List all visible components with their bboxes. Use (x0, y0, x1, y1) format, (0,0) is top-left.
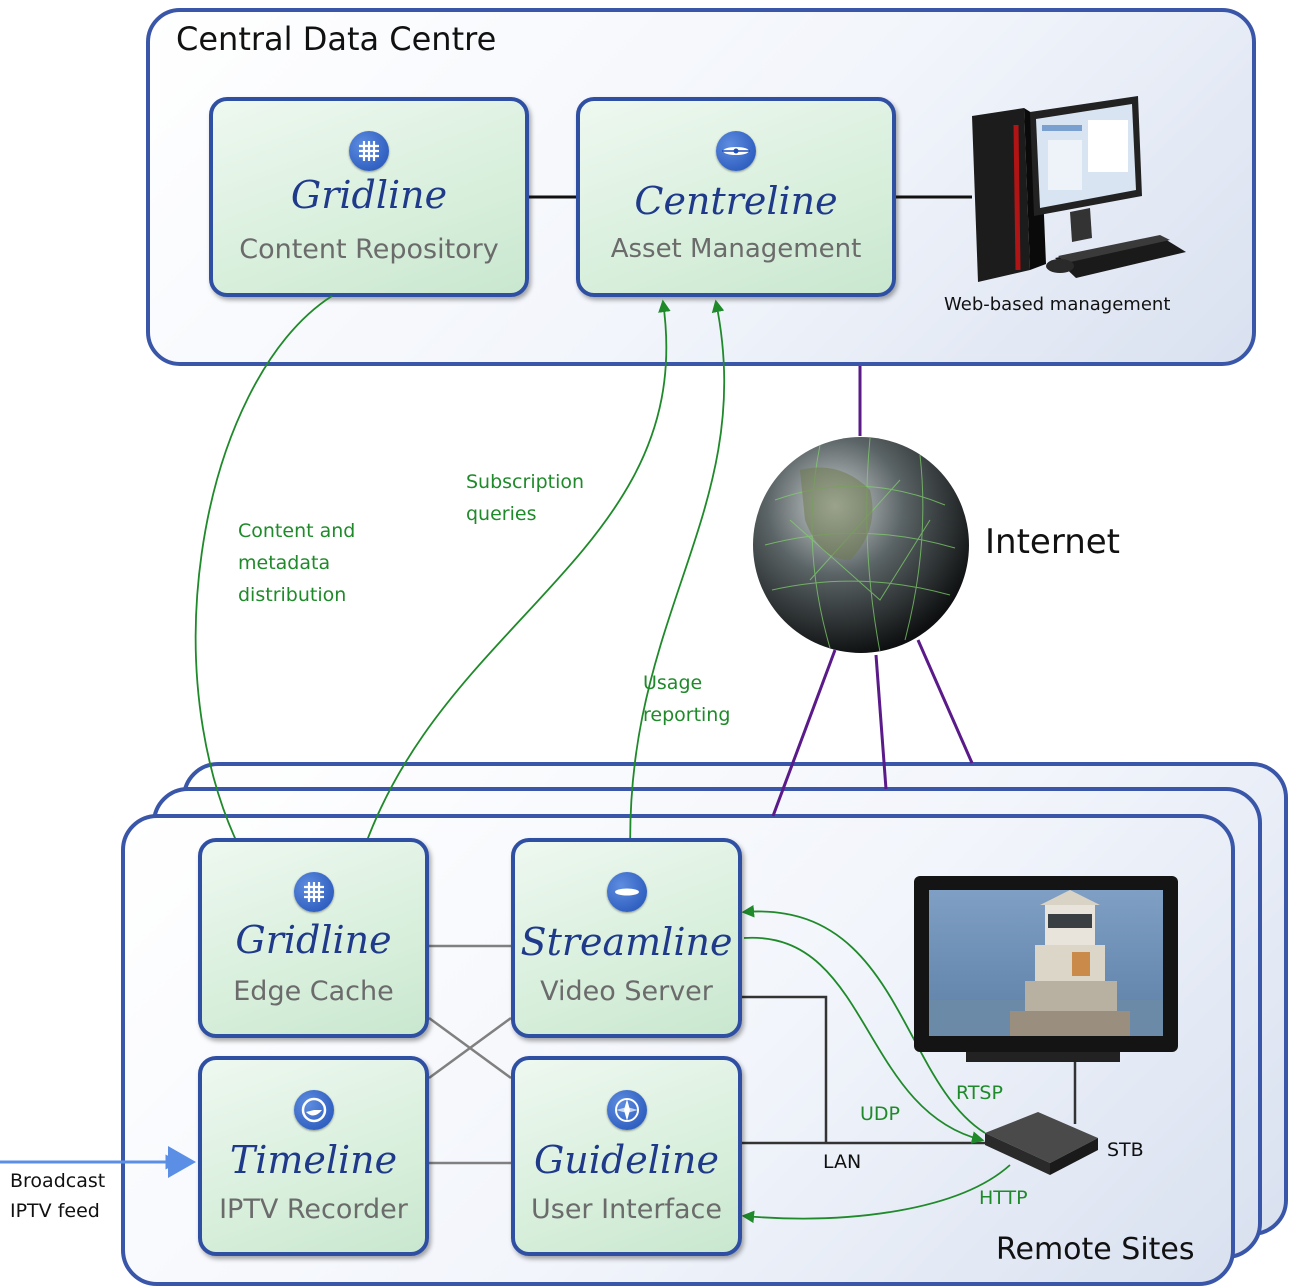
product-role: Content Repository (239, 234, 499, 265)
product-role: Edge Cache (233, 976, 394, 1007)
product-name: Gridline (290, 173, 448, 217)
central-data-centre-title: Central Data Centre (176, 20, 497, 58)
udp-label: UDP (860, 1103, 900, 1125)
product-role: Asset Management (610, 234, 862, 264)
grid-icon (349, 131, 389, 171)
product-name: Centreline (634, 179, 838, 223)
remote-sites-title: Remote Sites (996, 1232, 1195, 1267)
grid-icon (293, 872, 334, 912)
product-role: Video Server (540, 976, 713, 1007)
gridline-content-repository-box[interactable]: Gridline Content Repository (209, 97, 529, 297)
internet-link-site-3 (916, 639, 974, 764)
internet-link-site-2 (874, 654, 888, 790)
internet-label: Internet (985, 522, 1121, 562)
guideline-user-interface-box[interactable]: Guideline User Interface (511, 1056, 742, 1256)
flow-subscription-queries (351, 299, 671, 889)
lan-label: LAN (823, 1151, 862, 1173)
flow-http (741, 1164, 1011, 1224)
flow-rtsp (741, 904, 986, 1134)
http-label: HTTP (979, 1187, 1028, 1209)
product-role: User Interface (530, 1194, 722, 1225)
compass-icon (606, 1090, 647, 1130)
asset-disc-icon (716, 131, 756, 171)
web-management-label: Web-based management (944, 294, 1171, 315)
product-name: Timeline (229, 1138, 398, 1182)
centreline-asset-management-box[interactable]: Centreline Asset Management (576, 97, 896, 297)
recorder-icon (293, 1090, 334, 1130)
stb-label: STB (1107, 1139, 1144, 1161)
flow-usage-reporting (629, 299, 726, 889)
timeline-iptv-recorder-box[interactable]: Timeline IPTV Recorder (198, 1056, 429, 1256)
streamline-video-server-box[interactable]: Streamline Video Server (511, 838, 742, 1038)
flow-content-distribution (194, 295, 333, 891)
product-role: IPTV Recorder (219, 1194, 408, 1225)
rtsp-label: RTSP (956, 1082, 1003, 1104)
product-name: Streamline (520, 920, 733, 964)
product-name: Guideline (533, 1138, 720, 1182)
internet-link-site-1 (771, 649, 837, 817)
gridline-edge-cache-box[interactable]: Gridline Edge Cache (198, 838, 429, 1038)
flow-udp (743, 937, 985, 1144)
product-name: Gridline (235, 918, 392, 962)
stream-icon (606, 872, 647, 912)
